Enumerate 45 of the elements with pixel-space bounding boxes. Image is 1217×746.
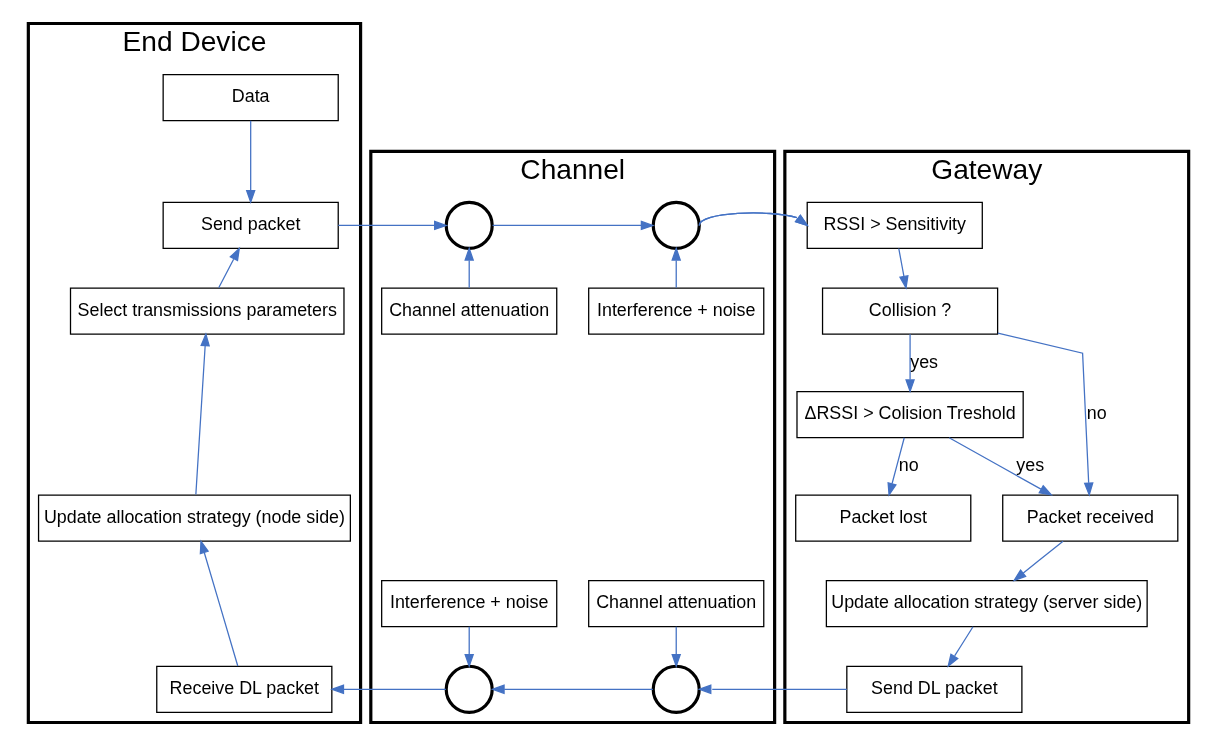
arrow (997, 332, 1094, 497)
node-box: Interference + noise (588, 287, 765, 335)
node-box: Interference + noise (381, 580, 558, 628)
node-box: ΔRSSI > Colision Treshold (796, 390, 1024, 439)
edge-label: no (898, 455, 919, 476)
arrow (947, 626, 974, 668)
arrow (905, 333, 915, 394)
node-box: Packet lost (795, 494, 972, 542)
arrow (337, 220, 449, 231)
arrow (464, 246, 475, 289)
node-box: Channel attenuation (381, 287, 558, 335)
arrow (199, 539, 239, 667)
arrow (671, 626, 682, 668)
arrow (195, 332, 211, 496)
node-circle (651, 200, 701, 250)
arrow (464, 626, 475, 668)
arrow (671, 246, 682, 289)
node-circle (651, 664, 701, 714)
arrow (887, 437, 905, 497)
arrow (698, 212, 809, 227)
arrow (330, 684, 447, 695)
node-circle (444, 200, 494, 250)
arrow (697, 684, 848, 695)
arrow (245, 120, 256, 205)
node-box: Send packet (162, 201, 339, 250)
edge-label: yes (910, 351, 939, 372)
arrow (491, 220, 655, 231)
node-box: Receive DL packet (156, 665, 333, 713)
edge-label: yes (1016, 455, 1045, 476)
node-box: Send DL packet (846, 665, 1023, 713)
arrow (948, 437, 1053, 496)
node-box: Update allocation strategy (server side) (825, 580, 1148, 628)
node-box: Data (162, 73, 339, 122)
arrow (1012, 540, 1064, 582)
edge-label: no (1086, 403, 1107, 424)
node-box: RSSI > Sensitivity (806, 201, 983, 250)
node-circle (444, 664, 494, 714)
node-box: Select transmissions parameters (69, 287, 345, 335)
node-box: Channel attenuation (588, 580, 765, 628)
arrow (218, 246, 241, 289)
arrow (898, 247, 909, 290)
arrow (490, 684, 654, 695)
node-box: Collision ? (821, 287, 999, 335)
node-box: Update allocation strategy (node side) (37, 494, 351, 542)
node-box: Packet received (1002, 494, 1179, 542)
